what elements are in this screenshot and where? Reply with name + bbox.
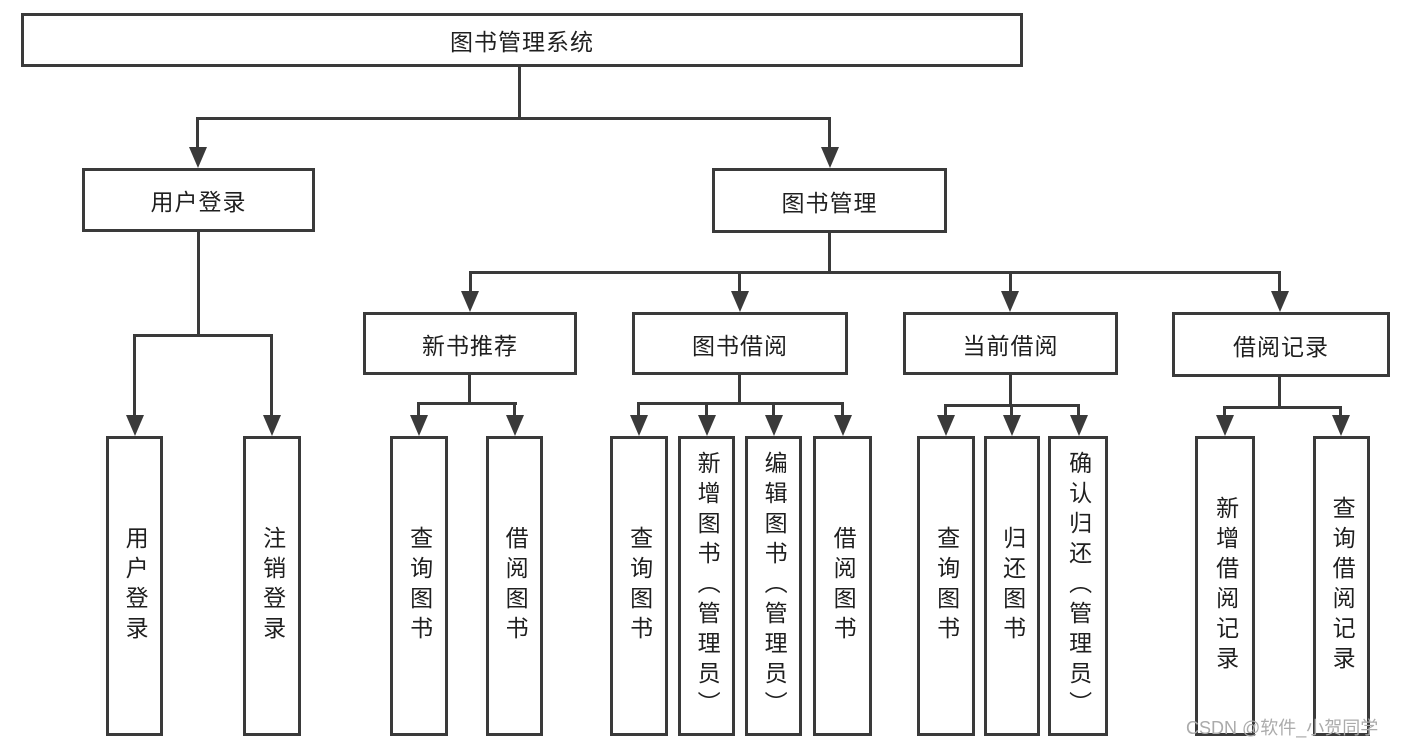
- arrowhead-icon: [834, 415, 852, 436]
- node-label: 查询图书: [933, 526, 960, 646]
- node-label: 查询借阅记录: [1329, 496, 1356, 676]
- connector-line: [197, 232, 200, 336]
- arrowhead-icon: [765, 415, 783, 436]
- arrowhead-icon: [506, 415, 524, 436]
- connector-line: [1278, 377, 1281, 409]
- connector-line: [637, 402, 640, 416]
- node-label: 图书管理: [781, 189, 878, 216]
- arrowhead-icon: [630, 415, 648, 436]
- arrowhead-icon: [821, 147, 839, 168]
- connector-line: [738, 375, 741, 405]
- node-edit-book-admin: 编辑图书（管理员）: [745, 436, 802, 736]
- connector-line: [196, 117, 831, 120]
- arrowhead-icon: [937, 415, 955, 436]
- connector-line: [1010, 404, 1013, 416]
- node-query-books-current: 查询图书: [917, 436, 975, 736]
- arrowhead-icon: [1216, 415, 1234, 436]
- node-new-book-recommend: 新书推荐: [363, 312, 577, 375]
- connector-line: [418, 402, 517, 405]
- connector-line: [270, 334, 273, 416]
- arrowhead-icon: [698, 415, 716, 436]
- node-label: 编辑图书（管理员）: [761, 451, 788, 721]
- arrowhead-icon: [461, 291, 479, 312]
- node-query-borrow-record: 查询借阅记录: [1313, 436, 1370, 736]
- connector-line: [1223, 406, 1341, 409]
- node-query-books-borrowing: 查询图书: [610, 436, 668, 736]
- connector-line: [469, 271, 472, 292]
- connector-line: [1278, 271, 1281, 292]
- node-label: 查询图书: [406, 526, 433, 646]
- node-book-borrowing: 图书借阅: [632, 312, 848, 375]
- node-label: 用户登录: [122, 526, 149, 646]
- node-user-login-leaf: 用户登录: [106, 436, 163, 736]
- node-label: 注销登录: [259, 526, 286, 646]
- arrowhead-icon: [1003, 415, 1021, 436]
- connector-line: [828, 117, 831, 148]
- node-label: 图书管理系统: [450, 29, 594, 55]
- arrowhead-icon: [189, 147, 207, 168]
- node-return-book: 归还图书: [984, 436, 1040, 736]
- node-confirm-return-admin: 确认归还（管理员）: [1048, 436, 1108, 736]
- connector-line: [133, 334, 136, 416]
- connector-line: [738, 271, 741, 292]
- connector-line: [1223, 406, 1226, 416]
- node-borrow-books: 借阅图书: [813, 436, 872, 736]
- node-label: 归还图书: [999, 526, 1026, 646]
- node-label: 图书借阅: [692, 332, 788, 359]
- connector-line: [638, 402, 844, 405]
- node-book-management: 图书管理: [712, 168, 947, 233]
- connector-line: [841, 402, 844, 416]
- node-label: 借阅记录: [1233, 333, 1329, 360]
- arrowhead-icon: [1271, 291, 1289, 312]
- node-query-books-recommend: 查询图书: [390, 436, 448, 736]
- node-label: 新增借阅记录: [1212, 496, 1239, 676]
- connector-line: [468, 375, 471, 405]
- node-add-book-admin: 新增图书（管理员）: [678, 436, 735, 736]
- arrowhead-icon: [731, 291, 749, 312]
- node-label: 借阅图书: [830, 526, 857, 646]
- node-label: 新书推荐: [422, 332, 518, 359]
- node-add-borrow-record: 新增借阅记录: [1195, 436, 1255, 736]
- node-borrow-books-recommend: 借阅图书: [486, 436, 543, 736]
- connector-line: [705, 402, 708, 416]
- connector-line: [513, 402, 516, 416]
- connector-line: [196, 117, 199, 148]
- connector-line: [1077, 404, 1080, 416]
- arrowhead-icon: [1001, 291, 1019, 312]
- node-borrowing-records: 借阅记录: [1172, 312, 1390, 377]
- connector-line: [1009, 375, 1012, 407]
- node-user-login: 用户登录: [82, 168, 315, 232]
- connector-line: [944, 404, 947, 416]
- connector-line: [518, 67, 521, 119]
- connector-line: [417, 402, 420, 416]
- connector-line: [772, 402, 775, 416]
- connector-line: [1339, 406, 1342, 416]
- node-current-borrowing: 当前借阅: [903, 312, 1118, 375]
- arrowhead-icon: [1332, 415, 1350, 436]
- arrowhead-icon: [126, 415, 144, 436]
- connector-line: [1009, 271, 1012, 292]
- connector-line: [828, 233, 831, 273]
- csdn-watermark: CSDN @软件_小贺同学: [1186, 718, 1379, 738]
- arrowhead-icon: [410, 415, 428, 436]
- node-label: 新增图书（管理员）: [694, 451, 721, 721]
- node-label: 查询图书: [626, 526, 653, 646]
- arrowhead-icon: [1070, 415, 1088, 436]
- node-logout: 注销登录: [243, 436, 301, 736]
- connector-line: [469, 271, 1281, 274]
- node-label: 用户登录: [150, 189, 247, 215]
- node-label: 当前借阅: [962, 332, 1059, 359]
- node-library-management-system: 图书管理系统: [21, 13, 1023, 67]
- arrowhead-icon: [263, 415, 281, 436]
- node-label: 确认归还（管理员）: [1065, 451, 1092, 721]
- connector-line: [134, 334, 273, 337]
- node-label: 借阅图书: [502, 526, 529, 646]
